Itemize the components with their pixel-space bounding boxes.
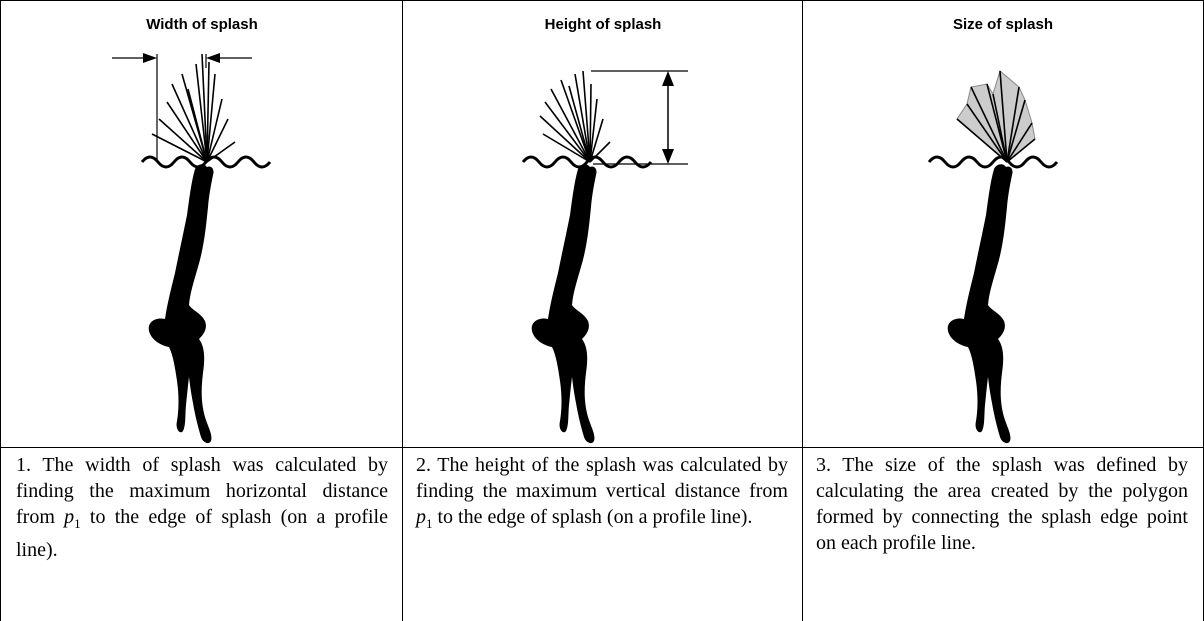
panel-title: Height of splash xyxy=(403,16,803,33)
diver-silhouette xyxy=(948,164,1013,443)
width-splash-diagram xyxy=(2,44,402,446)
diver-silhouette xyxy=(532,164,597,443)
panel-height: Height of splash 2. The height of the sp… xyxy=(403,0,803,621)
panel-title: Width of splash xyxy=(2,16,402,33)
caption-variable: p xyxy=(416,506,426,528)
caption-size: 3. The size of the splash was defined by… xyxy=(816,452,1188,563)
caption-variable: p xyxy=(64,506,74,528)
arrow-left-icon xyxy=(206,53,220,63)
height-dimension xyxy=(591,71,688,164)
splash-rays xyxy=(540,71,610,162)
caption-width: 1. The width of splash was calculated by… xyxy=(16,452,388,563)
caption-text: 2. The height of the splash was calculat… xyxy=(416,454,788,502)
caption-height: 2. The height of the splash was calculat… xyxy=(416,452,788,537)
left-border xyxy=(0,0,1,621)
panel-title: Size of splash xyxy=(803,16,1203,33)
caption-text: 3. The size of the splash was defined by… xyxy=(816,454,1188,554)
panel-width: Width of splash 1. The width of splash w… xyxy=(2,0,402,621)
panel-size: Size of splash 3. The size of the splash… xyxy=(803,0,1203,621)
diver-body xyxy=(948,164,1013,443)
diver-body xyxy=(149,164,214,443)
diver-body xyxy=(532,164,597,443)
arrow-up-icon xyxy=(662,71,674,86)
diver-silhouette xyxy=(149,164,214,443)
splash-ray xyxy=(545,102,590,162)
size-splash-diagram xyxy=(803,44,1203,446)
water-surface xyxy=(929,157,1057,167)
arrow-down-icon xyxy=(662,149,674,164)
arrow-right-icon xyxy=(143,53,157,63)
height-splash-diagram xyxy=(403,44,803,446)
splash-rays xyxy=(152,54,235,162)
caption-text-end: to the edge of splash (on a profile line… xyxy=(433,506,753,528)
